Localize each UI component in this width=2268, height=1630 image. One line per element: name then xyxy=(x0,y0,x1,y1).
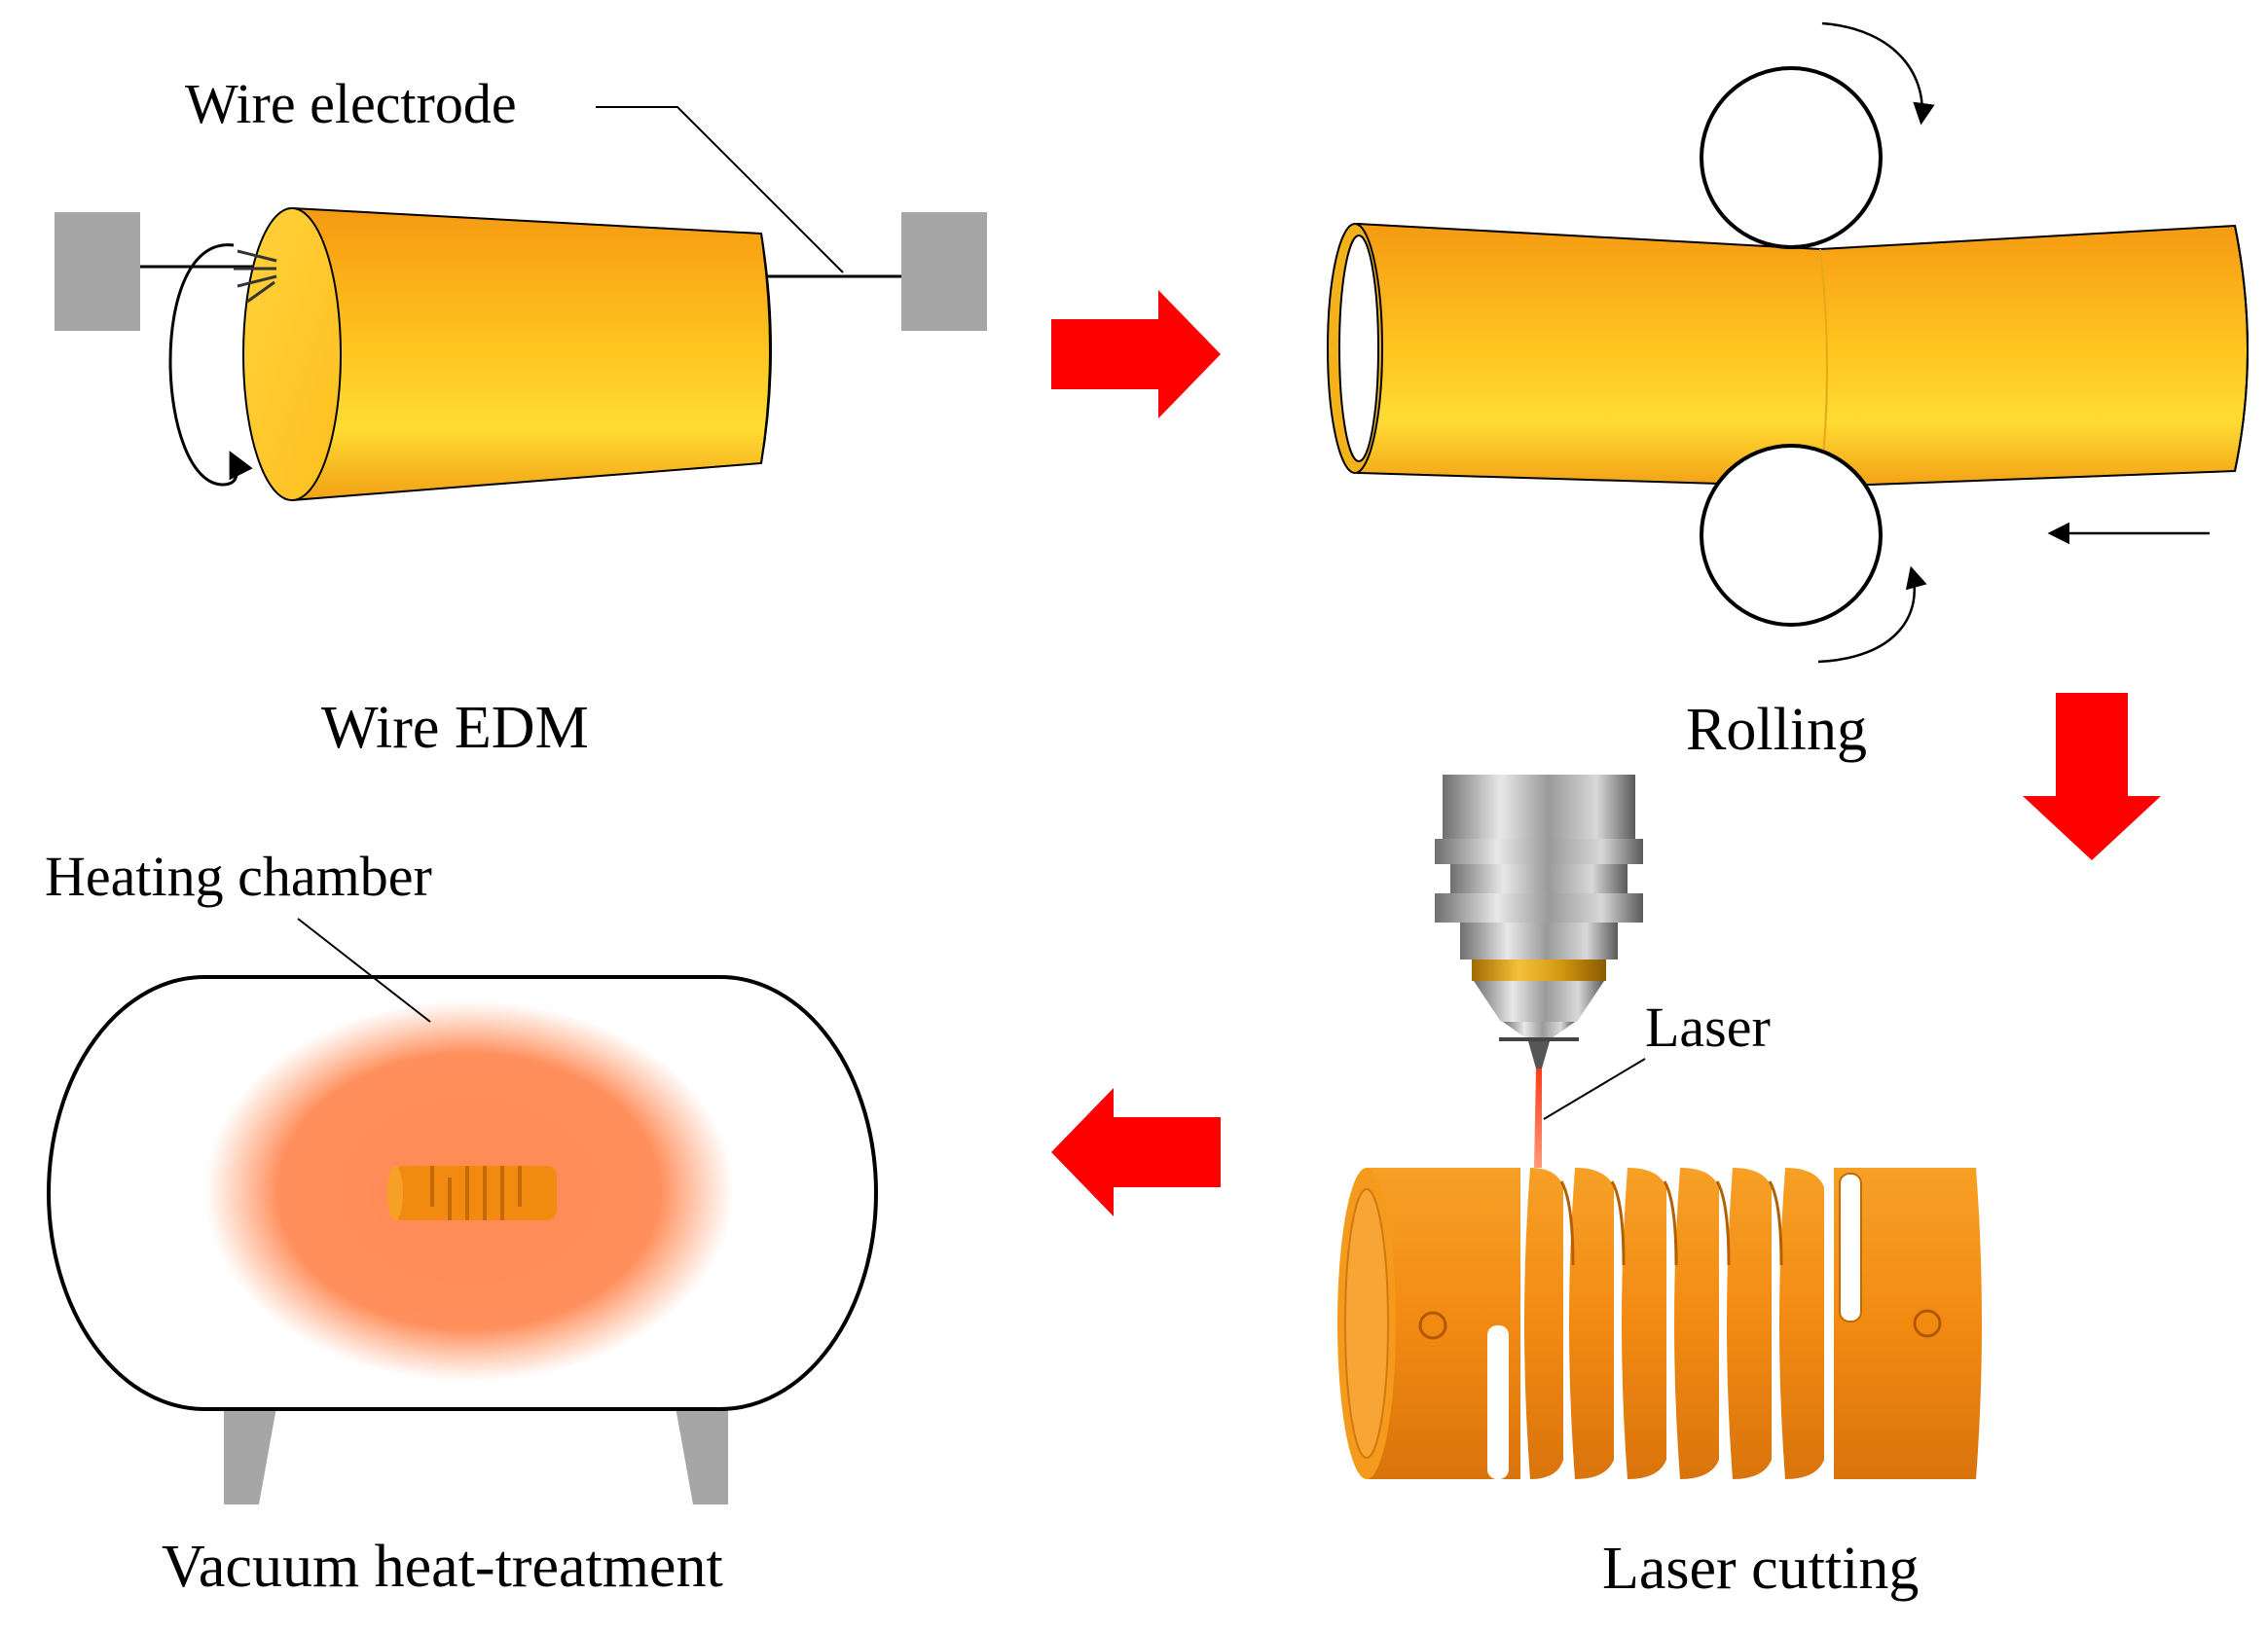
wire-edm-caption: Wire EDM xyxy=(321,695,589,761)
lower-roller-rotation-icon xyxy=(1817,565,1927,664)
laser-cutting-caption: Laser cutting xyxy=(1602,1536,1919,1602)
rotation-arrow-icon xyxy=(168,243,253,487)
wire-edm-illustration xyxy=(55,106,987,502)
wire-electrode-label: Wire electrode xyxy=(185,72,517,135)
wire-contact-arrows xyxy=(234,249,277,304)
tapered-rod xyxy=(291,206,771,502)
nozzle xyxy=(1528,1041,1550,1069)
wire-electrode-leader xyxy=(596,106,844,273)
rolling-illustration xyxy=(1327,21,2249,664)
pin-hole-right xyxy=(1913,1309,1942,1338)
laser-cut-part xyxy=(1337,1168,1982,1479)
small-part xyxy=(387,1166,557,1220)
laser-beam xyxy=(1534,1069,1542,1168)
step-arrow-left-icon xyxy=(1051,1088,1221,1216)
heating-chamber-label: Heating chamber xyxy=(45,845,432,908)
gold-ring xyxy=(1472,960,1606,981)
left-clamp-block xyxy=(55,212,140,331)
heating-chamber-leader xyxy=(297,918,431,1023)
rolling-caption: Rolling xyxy=(1686,697,1867,763)
step-arrow-right-icon xyxy=(1051,290,1221,418)
furnace-leg-right xyxy=(676,1407,728,1504)
furnace-leg-left xyxy=(224,1407,276,1504)
rod-end-face xyxy=(242,207,342,501)
vacuum-furnace xyxy=(47,918,878,1504)
laser-label: Laser xyxy=(1645,996,1771,1059)
laser-leader xyxy=(1543,1058,1646,1120)
upper-roller-rotation-icon xyxy=(1821,21,1935,126)
laser-head xyxy=(1435,775,1643,1168)
tube-opening-inner xyxy=(1338,235,1379,462)
right-clamp-block xyxy=(901,212,987,331)
upper-roller xyxy=(1700,66,1883,249)
lower-roller xyxy=(1700,444,1883,627)
step-arrow-down-icon xyxy=(2023,693,2161,860)
pin-hole-left xyxy=(1418,1311,1447,1340)
helical-coils xyxy=(1524,1168,1824,1479)
vacuum-heat-treatment-caption: Vacuum heat-treatment xyxy=(162,1534,723,1600)
